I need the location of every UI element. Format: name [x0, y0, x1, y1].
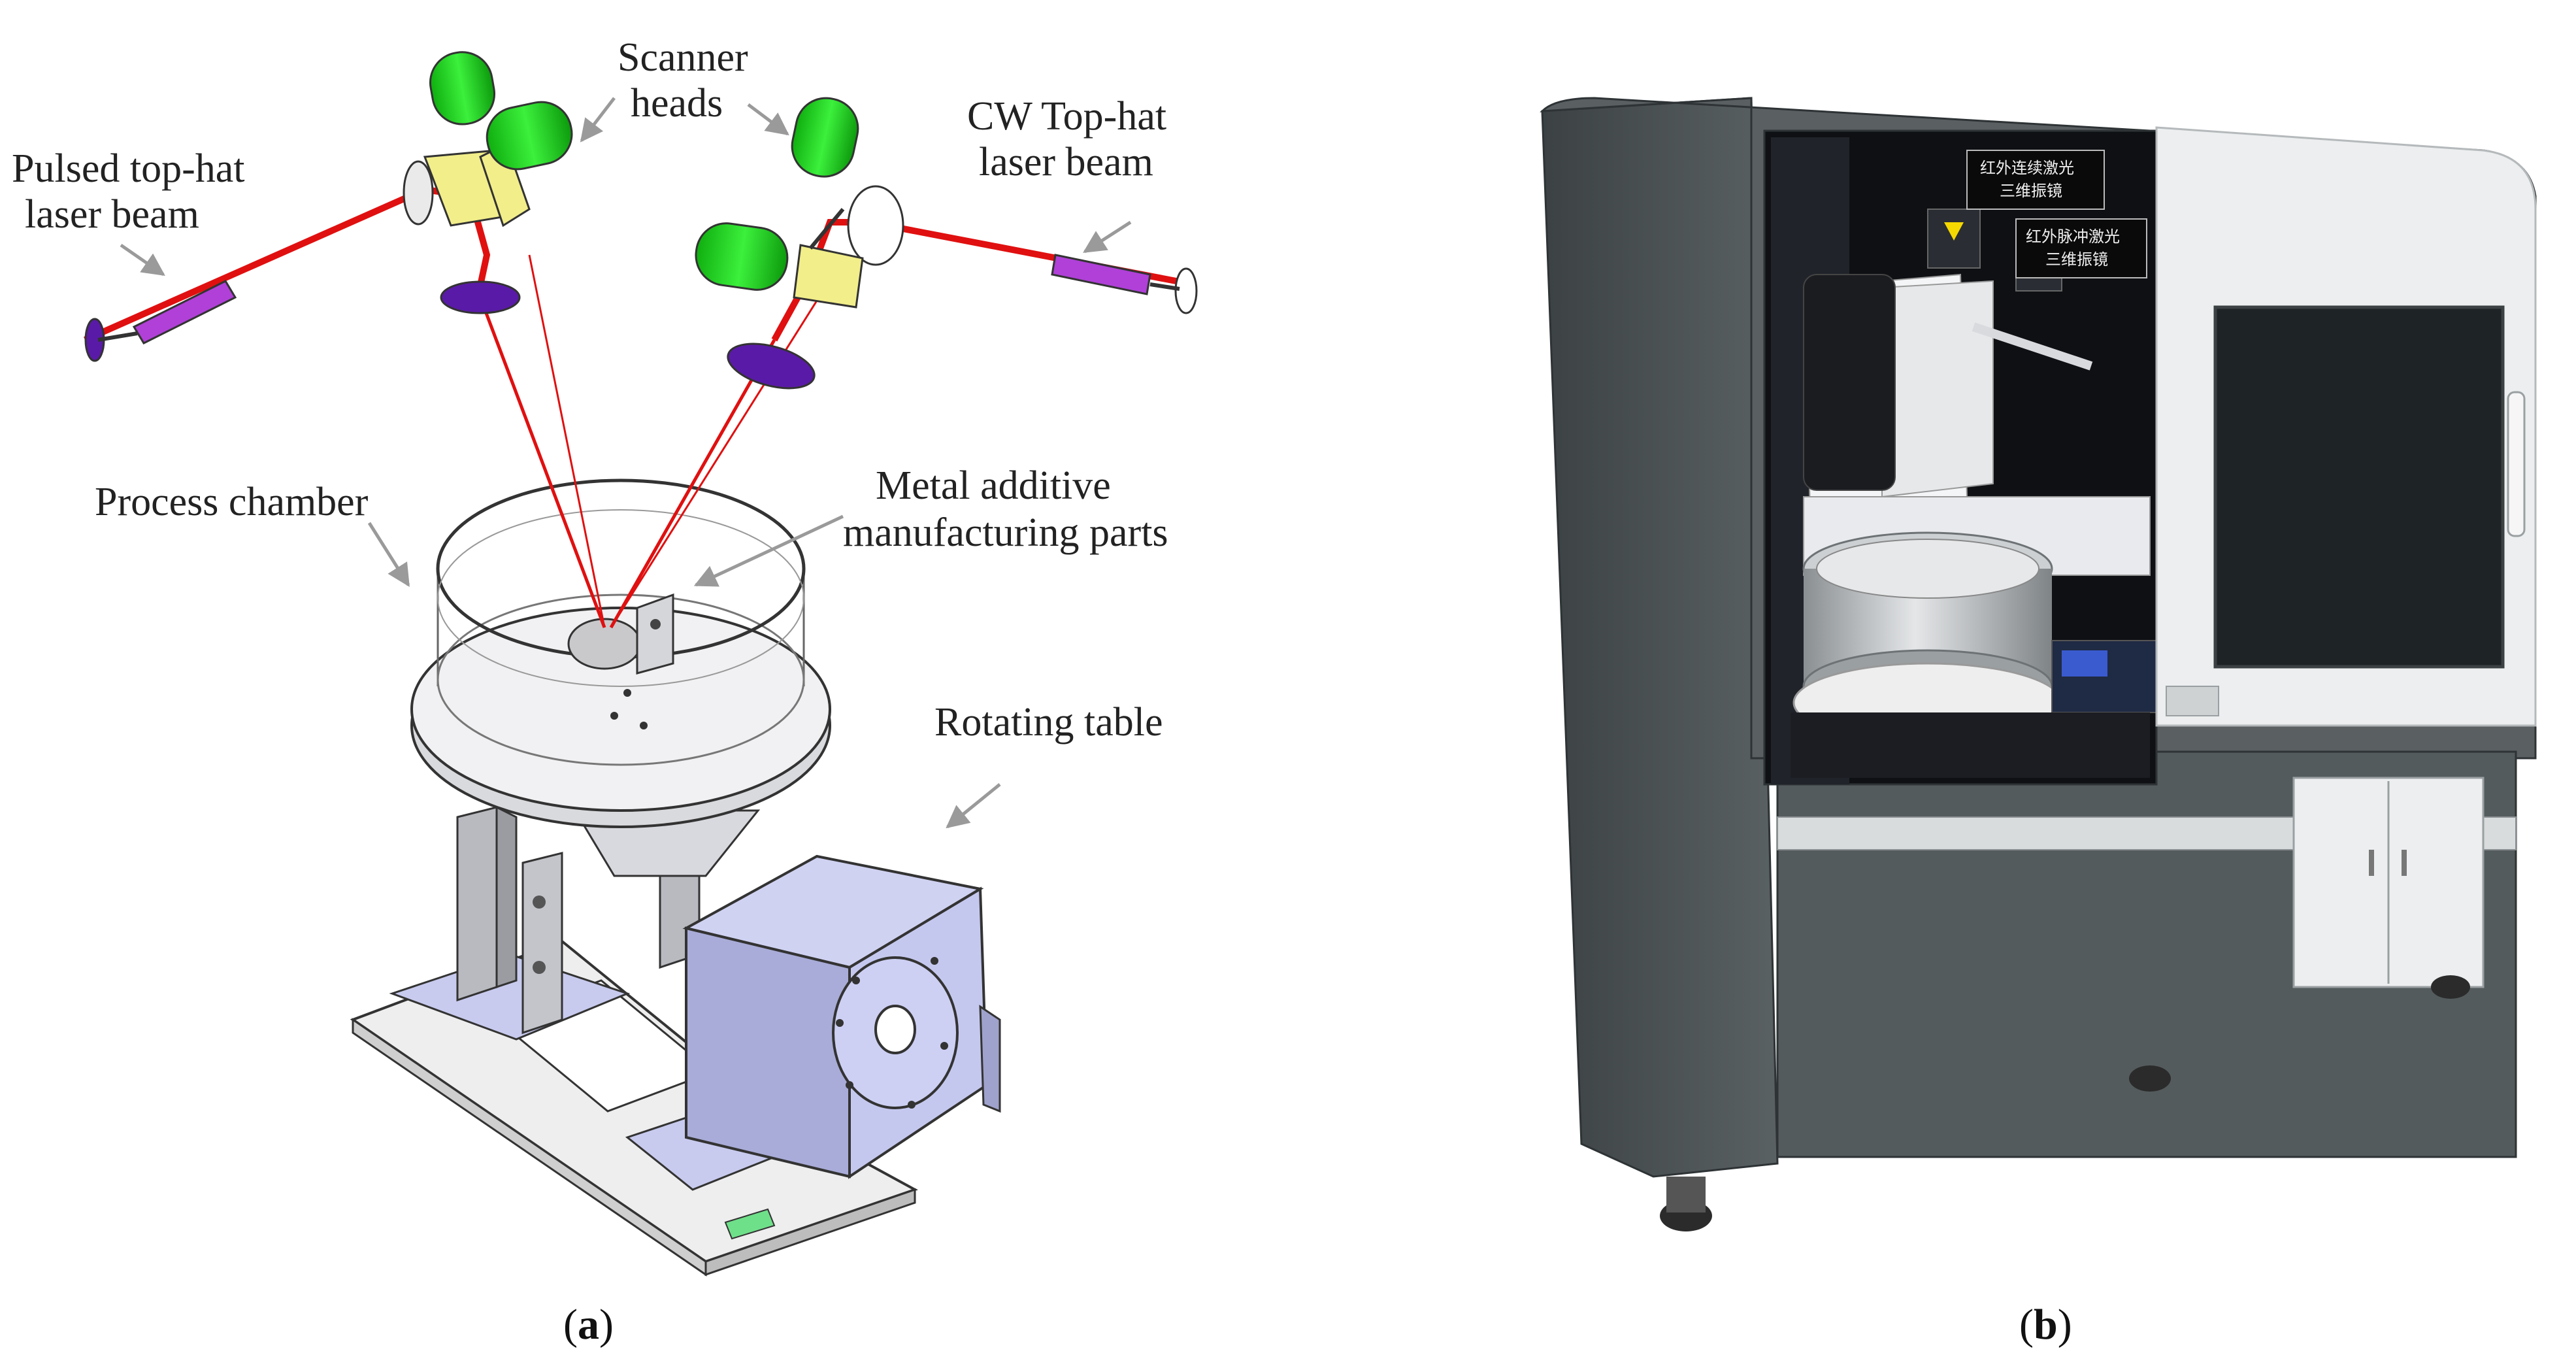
label-metal-line2: manufacturing parts	[843, 510, 1168, 555]
annotation-arrows	[120, 97, 1132, 829]
process-chamber	[410, 478, 831, 828]
label-metal-line1: Metal additive	[876, 463, 1111, 508]
cw-laser-source	[1051, 254, 1198, 314]
label-scanner-line2: heads	[631, 81, 723, 125]
sign-pulsed-line1: 红外脉冲激光	[2026, 227, 2120, 246]
sign-continuous-line1: 红外连续激光	[1980, 159, 2074, 177]
machine-door-handle	[2507, 391, 2526, 537]
laser-beams	[83, 186, 1177, 629]
left-scanner-head	[403, 51, 573, 314]
panel-a-drawing: Pulsed top-hat laser beam Scanner heads …	[12, 35, 1198, 1348]
panel-a-labels: Pulsed top-hat laser beam Scanner heads …	[12, 35, 1168, 745]
machine-feet	[1660, 975, 2470, 1231]
panel-b-machine-photo: 红外连续激光 三维振镜 红外脉冲激光 三维振镜 (b)	[1540, 97, 2537, 1348]
label-rotating-table: Rotating table	[934, 700, 1163, 745]
rotating-table-motor	[682, 854, 1001, 1179]
label-pulsed-line1: Pulsed top-hat	[12, 146, 244, 191]
label-cw-line2: laser beam	[979, 140, 1153, 184]
sign-pulsed-line2: 三维振镜	[2045, 250, 2108, 269]
right-scanner-head	[695, 97, 904, 390]
pulsed-laser-source	[84, 280, 237, 362]
caption-b: (b)	[2019, 1301, 2072, 1348]
support-legs	[456, 805, 761, 1035]
machine-side-panel	[1541, 97, 1779, 1178]
machine-window	[2213, 305, 2505, 669]
label-cw-line1: CW Top-hat	[967, 94, 1166, 139]
sign-continuous-line2: 三维振镜	[2000, 182, 2062, 200]
label-pulsed-line2: laser beam	[25, 192, 199, 237]
label-process-chamber: Process chamber	[95, 480, 369, 524]
label-scanner-line1: Scanner	[618, 35, 748, 80]
caption-a: (a)	[563, 1301, 614, 1348]
metal-parts	[567, 593, 674, 675]
